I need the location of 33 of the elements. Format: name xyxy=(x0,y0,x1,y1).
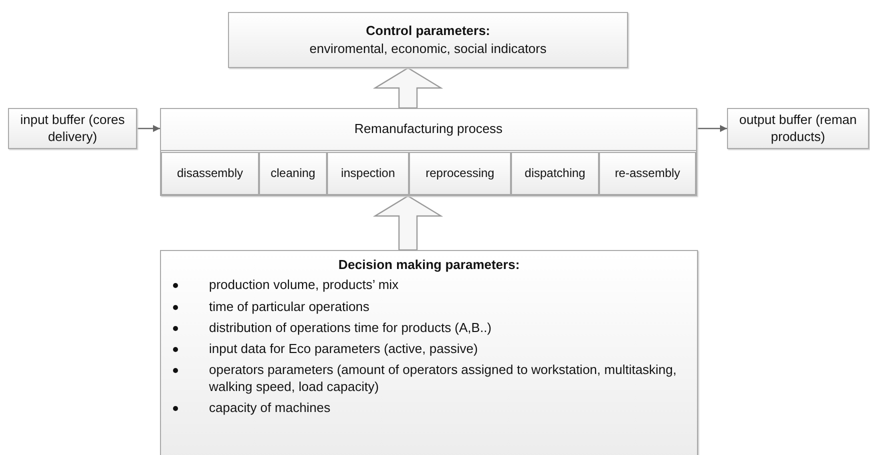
arrow xyxy=(697,125,727,132)
process-box xyxy=(8,108,137,149)
arrow xyxy=(137,125,160,132)
process-box xyxy=(727,108,869,149)
block-arrow xyxy=(372,195,444,251)
process-step-box xyxy=(511,152,599,195)
box-label: enviromental, economic, social indicators xyxy=(310,41,546,58)
process-step-box xyxy=(327,152,409,195)
list-item: capacity of machines xyxy=(209,400,330,416)
box-label: inspection xyxy=(340,166,396,181)
process-box xyxy=(228,12,628,68)
box-label: re-assembly xyxy=(614,166,680,181)
box-label: reprocessing xyxy=(426,166,494,181)
box-label: input buffer (cores delivery) xyxy=(19,112,126,145)
process-step-box xyxy=(599,152,696,195)
list-item: operators parameters (amount of operators assigned to workstation, multitasking, walking speed, load capacity) xyxy=(209,362,678,395)
list-item: time of particular operations xyxy=(209,298,370,315)
list-item: distribution of operations time for products (A,B..) xyxy=(209,320,492,336)
list-item: production volume, products’ mix xyxy=(209,277,399,294)
process-step-box xyxy=(259,152,327,195)
block-arrow xyxy=(372,67,444,109)
heading: Decision making parameters: xyxy=(338,257,520,274)
process-step-box xyxy=(161,152,259,195)
box-label: Remanufacturing process xyxy=(354,121,503,138)
box-label: output buffer (reman products) xyxy=(738,112,858,145)
box-label: cleaning xyxy=(270,166,316,181)
box-label: dispatching xyxy=(524,166,586,181)
heading: Control parameters: xyxy=(366,22,490,39)
parameter-list-box xyxy=(160,250,698,455)
list-item: input data for Eco parameters (active, passive) xyxy=(209,341,478,358)
process-box xyxy=(160,108,697,196)
process-step-box xyxy=(409,152,511,195)
box-label: disassembly xyxy=(176,166,244,181)
